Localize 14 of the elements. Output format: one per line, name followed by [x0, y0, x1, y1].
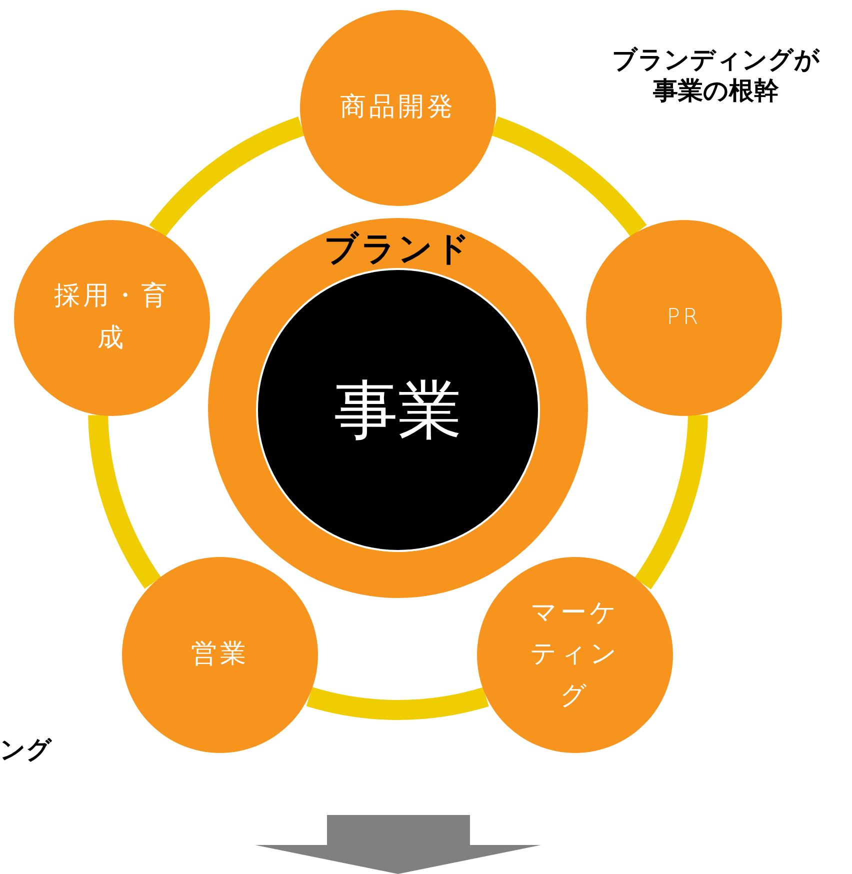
note-text: ブランディングが事業の根幹: [611, 44, 821, 106]
ring-arc: [634, 414, 708, 589]
circle-label: 営業: [190, 638, 250, 672]
circle-label: 商品開発: [339, 91, 457, 124]
circle-label: 採用・育成: [53, 280, 171, 355]
ring-arc: [306, 686, 488, 720]
circle-label: 事業: [334, 372, 462, 450]
circle-label: ブランド: [323, 228, 473, 271]
ring-arc: [88, 414, 162, 588]
ring-arc: [490, 116, 646, 238]
note-text: ング: [0, 734, 52, 766]
circle-label: マーケティング: [529, 596, 621, 713]
ring-arc: [150, 116, 306, 238]
circle-label: PR: [666, 304, 702, 332]
